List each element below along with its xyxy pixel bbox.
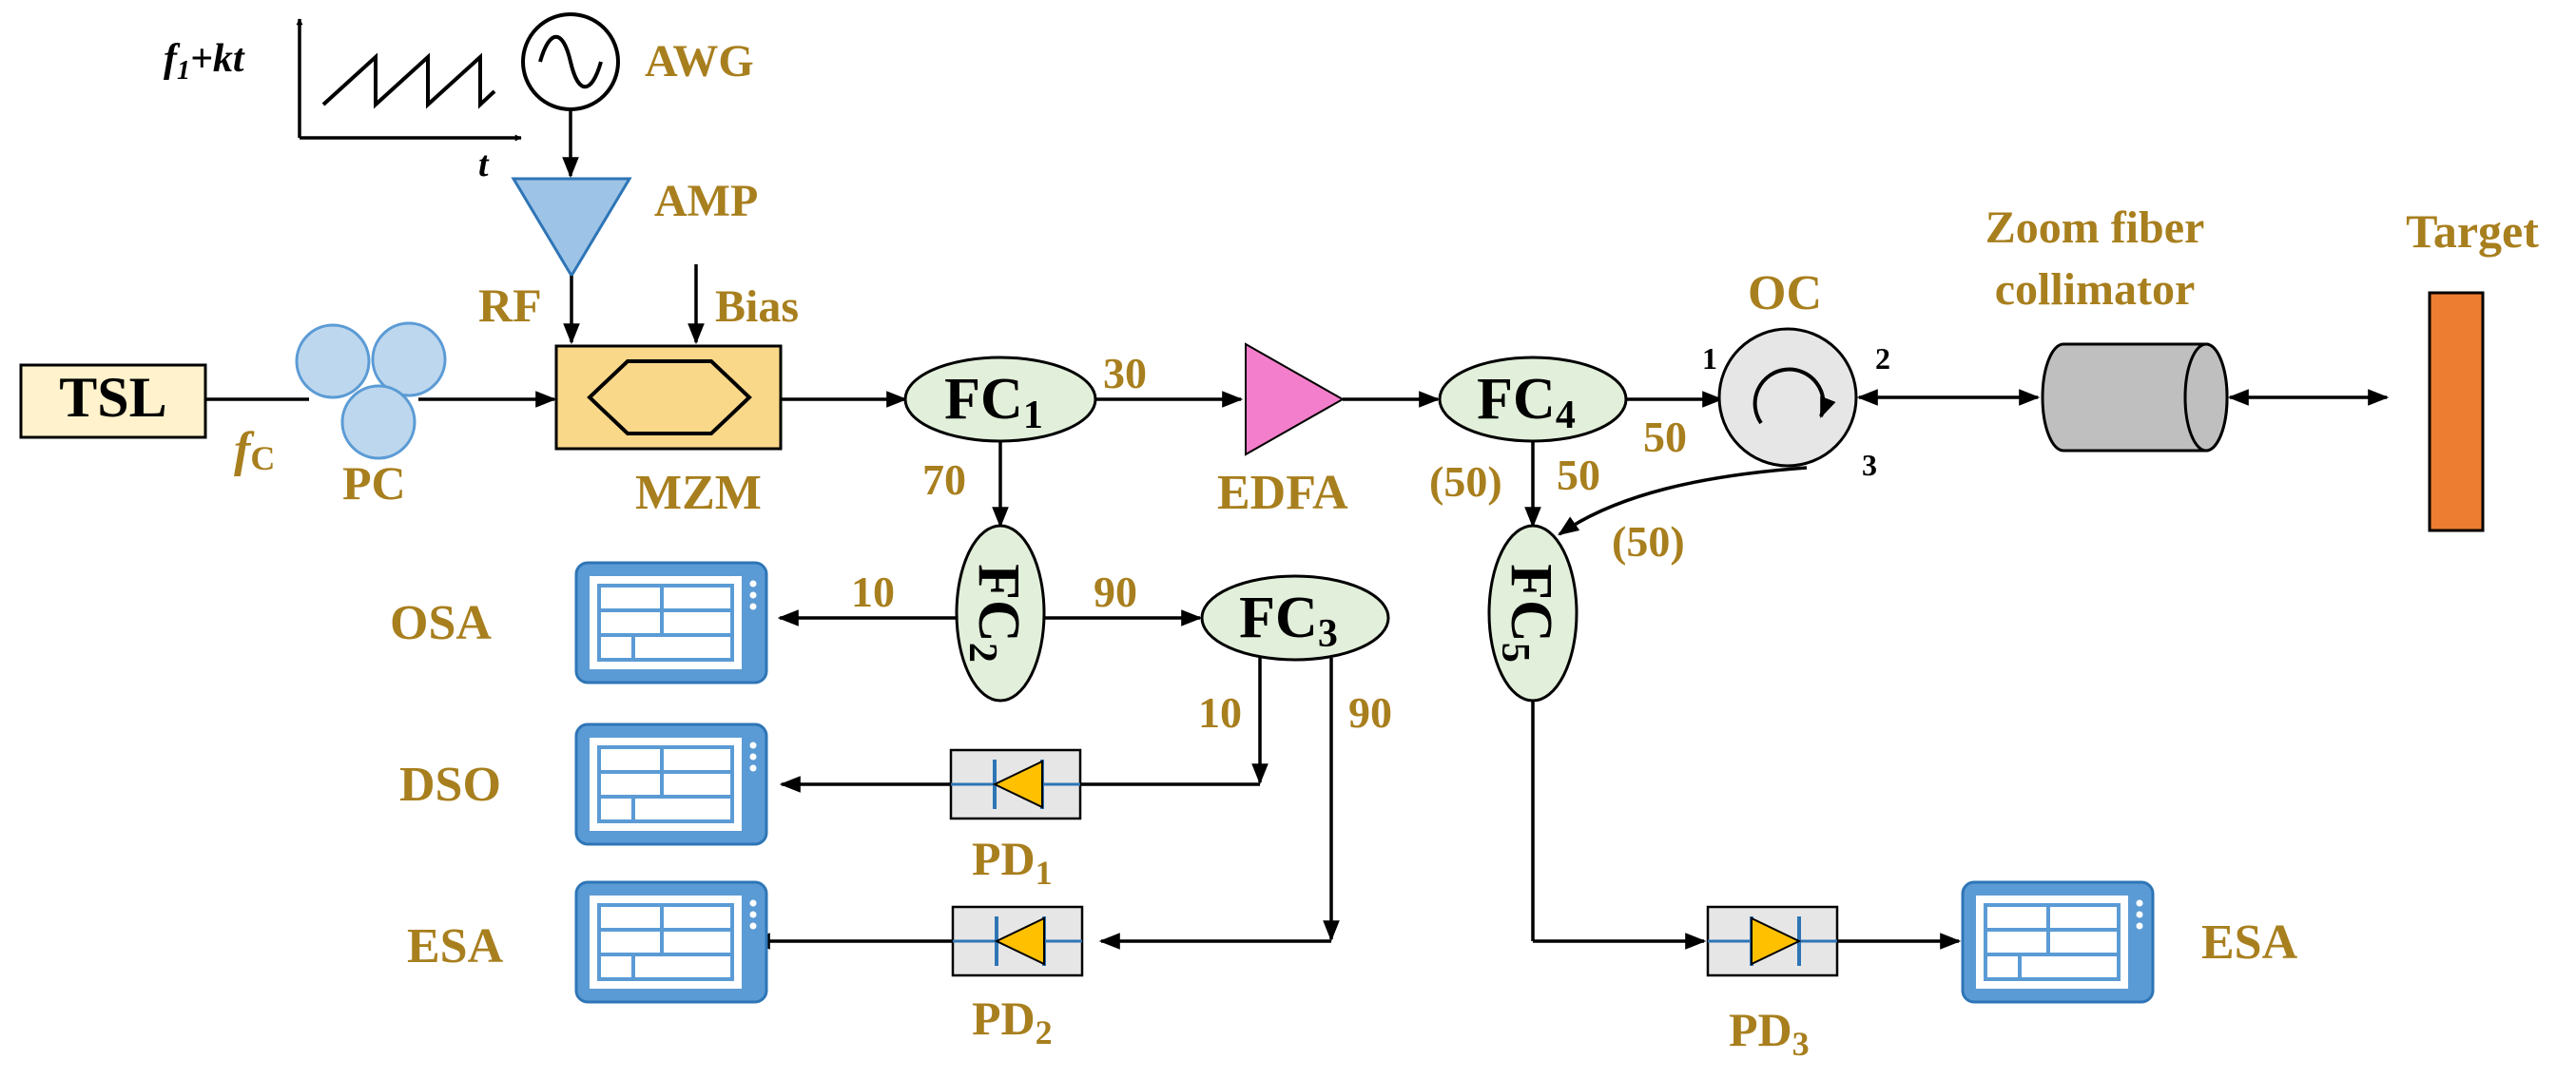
osa-label: OSA [390, 596, 492, 650]
fc2-ratio-10: 10 [851, 568, 895, 616]
fc2: FC2 [955, 524, 1046, 703]
tsl-label: TSL [59, 366, 166, 429]
zoom-fiber-collimator: Zoom fiber collimator [1985, 202, 2229, 453]
pc: PC [295, 321, 447, 510]
pd1-label: PD1 [972, 832, 1053, 892]
mzm-interferometer-icon [587, 359, 752, 435]
fc1: FC1 [903, 356, 1097, 443]
sawtooth-solid [321, 52, 496, 109]
pc-paddle-3-icon [340, 384, 416, 460]
pc-label: PC [342, 456, 406, 510]
fc5-label: FC5 [1493, 564, 1563, 663]
chirp-inset: f1+kt t [164, 18, 522, 184]
tsl-frequency-label: fC [234, 423, 275, 477]
target-label: Target [2406, 204, 2539, 258]
fc5-ratio-50-paren: (50) [1612, 517, 1685, 566]
pd1 [949, 748, 1082, 820]
fc2-ellipse [955, 524, 1046, 703]
target: Target [2406, 204, 2539, 532]
esa-left-label: ESA [407, 919, 504, 973]
fc1-label: FC1 [944, 367, 1043, 437]
pc-paddle-1-icon [295, 323, 371, 399]
osa-instrument [574, 561, 768, 684]
tsl: TSL [19, 363, 207, 439]
esa-right-instrument [1961, 880, 2155, 1004]
pd2 [951, 905, 1084, 977]
oc-port-2: 2 [1875, 341, 1890, 376]
oc-label: OC [1748, 266, 1822, 320]
oc-rotation-icon [1753, 367, 1836, 425]
dso-label: DSO [399, 758, 501, 812]
collimator-label-line1: Zoom fiber [1985, 202, 2205, 253]
fc4-ratio-50-right: 50 [1643, 413, 1687, 461]
edfa-triangle-icon [1245, 342, 1346, 456]
bias-label: Bias [715, 281, 799, 332]
fc4-ratio-50-paren: (50) [1429, 457, 1502, 506]
edfa: EDFA [1217, 342, 1348, 520]
dso-instrument [574, 723, 768, 846]
fc1-ratio-70: 70 [922, 455, 966, 504]
tsl-box [19, 363, 207, 439]
pd3-diode-icon [1751, 916, 1802, 966]
edfa-label: EDFA [1217, 466, 1348, 520]
amp-label: AMP [654, 176, 758, 226]
mzm: MZM [554, 344, 783, 520]
fc4: FC4 [1438, 356, 1628, 443]
fc3-ratio-10: 10 [1198, 688, 1242, 737]
oc-circle [1717, 327, 1858, 468]
fc5: FC5 [1487, 524, 1579, 703]
oc-port-3: 3 [1862, 448, 1877, 482]
fc3-ratio-90: 90 [1348, 688, 1392, 737]
pc-paddle-2-icon [371, 321, 447, 397]
target-block [2428, 291, 2485, 532]
awg: AWG [521, 12, 754, 111]
fc2-ratio-90: 90 [1094, 568, 1137, 616]
inset-y-label: f1+kt [164, 37, 245, 86]
pd3-label: PD3 [1729, 1003, 1810, 1063]
pd2-diode-icon [994, 916, 1045, 966]
fc1-ratio-30: 30 [1103, 349, 1147, 397]
inset-x-label: t [478, 145, 490, 184]
amp: AMP [511, 176, 758, 279]
pd2-label: PD2 [972, 992, 1053, 1051]
collimator-label-line2: collimator [1995, 264, 2196, 315]
pd3 [1706, 905, 1839, 977]
esa-right-label: ESA [2201, 915, 2298, 970]
mzm-label: MZM [635, 466, 762, 520]
pd1-diode-icon [992, 760, 1043, 809]
fc2-label: FC2 [960, 564, 1031, 663]
oc-port3-to-fc5 [1558, 466, 1808, 536]
awg-label: AWG [645, 36, 754, 87]
oc: OC 1 2 3 [1702, 266, 1890, 482]
fc4-label: FC4 [1477, 367, 1576, 437]
fc4-ratio-50-down: 50 [1557, 451, 1600, 499]
esa-left-instrument [574, 880, 768, 1004]
oc-port-1: 1 [1702, 341, 1717, 376]
fc3: FC3 [1200, 574, 1390, 662]
amp-triangle-icon [511, 177, 632, 279]
fc3-label: FC3 [1239, 586, 1338, 656]
rf-label: RF [478, 279, 542, 332]
fc3-ellipse [1200, 574, 1390, 662]
